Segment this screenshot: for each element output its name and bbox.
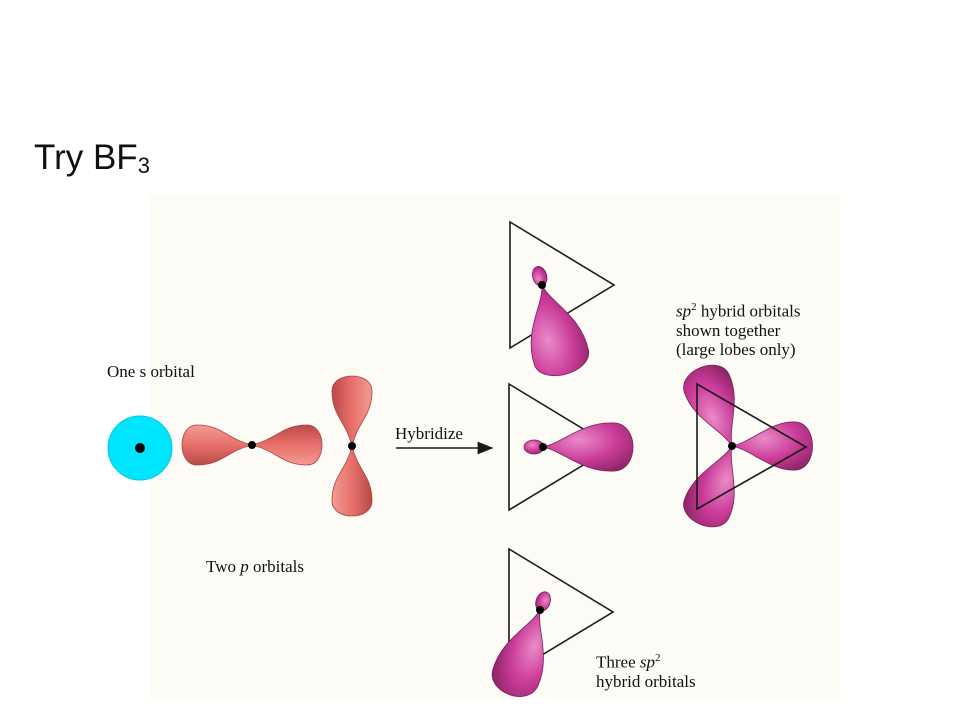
triangle-middle [508, 382, 615, 512]
sp2-orbitals-combined [683, 364, 813, 528]
p-nucleus-vertical [348, 442, 356, 450]
together-sp: sp [676, 301, 692, 321]
p-label-prefix: Two [206, 557, 241, 576]
p-label-italic: p [240, 557, 249, 576]
together-line-2: shown together [676, 320, 781, 340]
triangle-bottom [508, 547, 615, 677]
triangle-combined [696, 382, 808, 511]
p-orbital-vertical [331, 375, 373, 517]
p-nucleus-horizontal [248, 441, 256, 449]
sp2-orbital-bottom [491, 547, 615, 697]
p-orbitals-label: Two p orbitals [206, 557, 304, 576]
p-lobe-bottom [331, 445, 373, 517]
sp2-nucleus-middle [539, 443, 547, 451]
three-prefix: Three [596, 652, 640, 672]
together-label: sp2 hybrid orbitals shown together (larg… [676, 298, 801, 359]
combined-nucleus [728, 442, 736, 450]
s-orbital [107, 415, 173, 481]
sp2-orbital-middle [508, 382, 634, 512]
title-subscript: 3 [137, 153, 150, 178]
together-line-1: sp2 hybrid orbitals [676, 298, 801, 321]
sp2-large-lobe-top [530, 284, 589, 376]
together-sup: 2 [691, 301, 697, 313]
three-sp: sp [639, 652, 656, 672]
sp2-large-lobe-middle [542, 422, 634, 472]
together-rest: hybrid orbitals [696, 301, 801, 321]
sp2-nucleus-top [538, 281, 546, 289]
sp2-large-lobe-bottom [491, 609, 544, 697]
three-line-2: hybrid orbitals [596, 671, 696, 691]
p-lobe-top [331, 375, 373, 447]
combined-lobe-upper [683, 364, 735, 447]
three-line-1: Three sp2 [596, 649, 696, 672]
three-sp2-label: Three sp2 hybrid orbitals [596, 649, 696, 691]
title-main: Try BF [34, 138, 138, 177]
slide-title: Try BF3 [34, 138, 150, 178]
sp2-orbital-top [509, 220, 616, 376]
combined-lobe-right [731, 421, 813, 471]
combined-lobe-lower [683, 445, 735, 528]
p-orbital-horizontal [181, 424, 323, 466]
p-label-suffix: orbitals [248, 557, 304, 576]
p-lobe-right [251, 424, 323, 466]
sp2-nucleus-bottom [536, 606, 544, 614]
three-sup: 2 [655, 652, 661, 664]
together-line-3: (large lobes only) [676, 339, 796, 359]
s-orbital-nucleus [135, 443, 145, 453]
hybridize-label: Hybridize [395, 424, 463, 443]
s-orbital-label: One s orbital [107, 362, 195, 381]
p-lobe-left [181, 424, 253, 466]
